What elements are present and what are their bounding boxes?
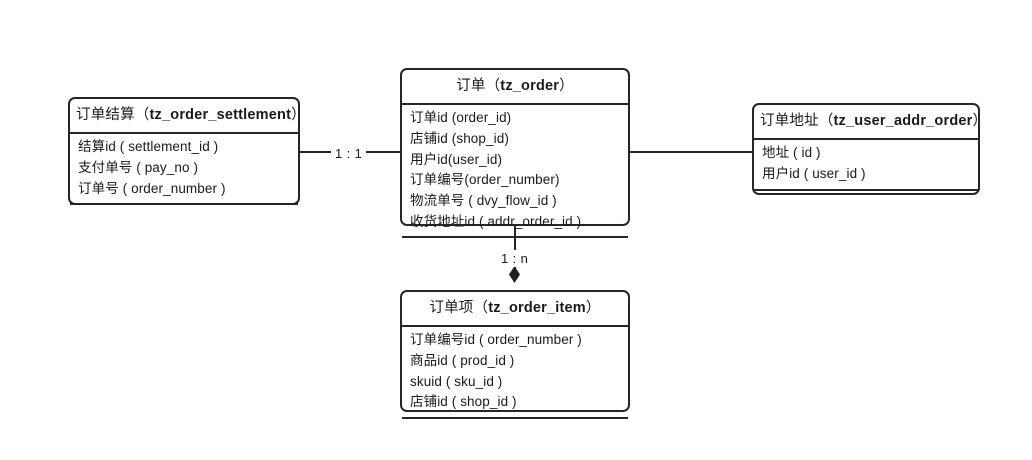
entity-footer-compartment-order-item [402, 419, 628, 441]
attribute-list-user-addr-order: 地址 ( id ) 用户id ( user_id ) [754, 140, 978, 191]
paren-open: （ [473, 300, 489, 316]
entity-table-order-item: tz_order_item [488, 300, 586, 316]
entity-table-user-addr-order: tz_user_addr_order [833, 113, 973, 129]
entity-title-order-settlement: 订单结算（tz_order_settlement） [70, 99, 306, 135]
relationship-label-settlement-order: 1 : 1 [331, 145, 367, 162]
attribute-list-order: 订单id (order_id) 店铺id (shop_id) 用户id(user… [402, 105, 628, 239]
attribute-row: 地址 ( id ) [762, 145, 821, 161]
paren-close: ） [585, 300, 601, 316]
entity-footer-compartment-order-settlement [70, 205, 298, 227]
connector-order-addr [628, 151, 752, 153]
attribute-list-order-settlement: 结算id ( settlement_id ) 支付单号 ( pay_no ) 订… [70, 134, 298, 206]
entity-user-addr-order[interactable]: 订单地址（tz_user_addr_order） 地址 ( id ) 用户id … [752, 103, 987, 195]
aggregation-diamond-icon [509, 266, 520, 283]
entity-footer-compartment-user-addr-order [754, 191, 978, 213]
attribute-row: 支付单号 ( pay_no ) [78, 160, 199, 176]
entity-name-cn-order-item: 订单项 [429, 300, 474, 316]
paren-close: ） [291, 107, 306, 123]
attribute-row: 订单编号id ( order_number ) [410, 332, 582, 348]
paren-open: （ [818, 113, 834, 129]
entity-order-item[interactable]: 订单项（tz_order_item） 订单编号id ( order_number… [400, 290, 630, 420]
paren-close: ） [559, 78, 574, 94]
entity-name-cn-user-addr-order: 订单地址 [760, 113, 819, 129]
entity-title-user-addr-order: 订单地址（tz_user_addr_order） [754, 105, 987, 141]
relationship-label-order-item: 1 : n [497, 250, 533, 267]
paren-open: （ [485, 78, 501, 94]
entity-name-cn-order-settlement: 订单结算 [76, 107, 135, 123]
attribute-row: 店铺id (shop_id) [410, 131, 509, 147]
attribute-row: 收货地址id ( addr_order_id ) [410, 213, 582, 229]
attribute-row: 物流单号 ( dvy_flow_id ) [410, 193, 557, 209]
attribute-row: 用户id(user_id) [410, 151, 503, 167]
paren-close: ） [972, 113, 988, 129]
paren-open: （ [134, 107, 150, 123]
attribute-list-order-item: 订单编号id ( order_number ) 商品id ( prod_id )… [402, 327, 628, 420]
attribute-row: 店铺id ( shop_id ) [410, 394, 517, 410]
entity-order-settlement[interactable]: 订单结算（tz_order_settlement） 结算id ( settlem… [68, 97, 306, 206]
entity-table-order: tz_order [500, 78, 560, 94]
attribute-row: 订单号 ( order_number ) [78, 180, 226, 196]
attribute-row: 商品id ( prod_id ) [410, 353, 515, 369]
entity-title-order: 订单（tz_order） [402, 70, 628, 106]
entity-table-order-settlement: tz_order_settlement [149, 107, 292, 123]
attribute-row: 订单编号(order_number) [410, 172, 560, 188]
attribute-row: 用户id ( user_id ) [762, 166, 866, 182]
entity-name-cn-order: 订单 [456, 78, 486, 94]
entity-order[interactable]: 订单（tz_order） 订单id (order_id) 店铺id (shop_… [400, 68, 630, 239]
attribute-row: 订单id (order_id) [410, 110, 512, 126]
attribute-row: skuid ( sku_id ) [410, 373, 503, 389]
entity-title-order-item: 订单项（tz_order_item） [402, 292, 628, 328]
attribute-row: 结算id ( settlement_id ) [78, 139, 219, 155]
